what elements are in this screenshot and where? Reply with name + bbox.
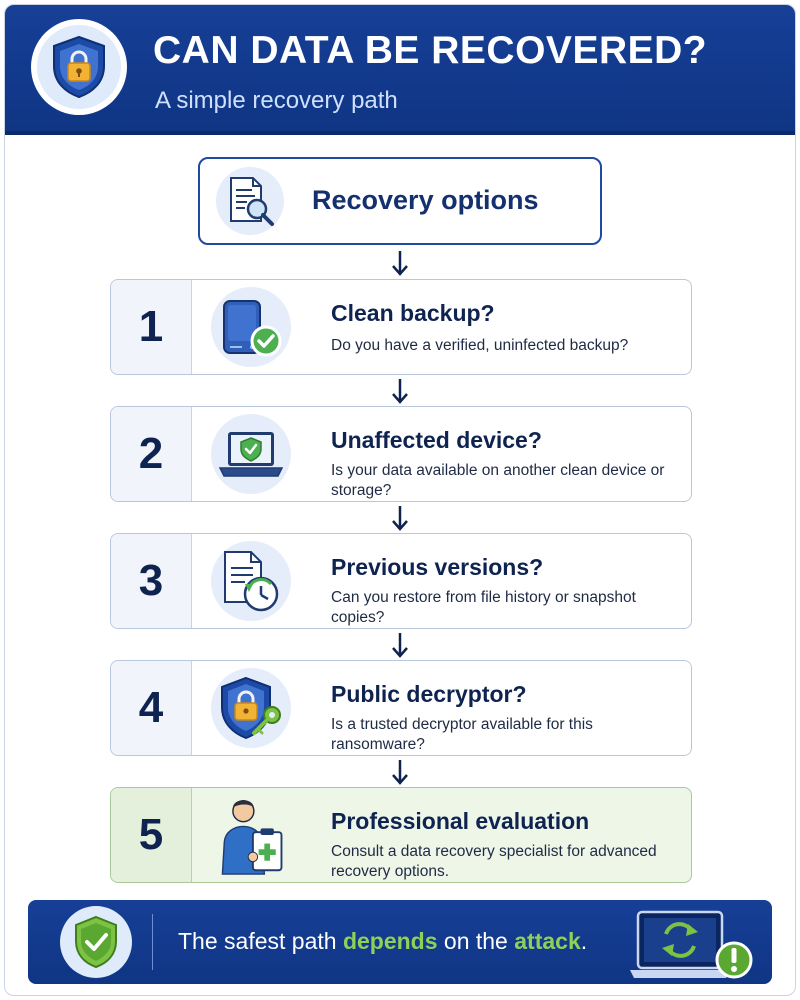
step-description: Can you restore from file history or sna… <box>331 589 636 626</box>
step-description: Is your data available on another clean … <box>331 462 665 499</box>
step-number: 2 <box>138 429 164 478</box>
step-icon-circle <box>211 668 291 748</box>
specialist-clipboard-icon <box>221 800 283 875</box>
step-title: Clean backup? <box>331 300 495 326</box>
recovery-options-box: Recovery options <box>198 157 602 245</box>
down-arrow-icon <box>392 760 408 785</box>
step-number: 4 <box>138 683 164 732</box>
step-description: Is a trusted decryptor available for thi… <box>331 716 593 753</box>
down-arrow-icon <box>392 506 408 531</box>
shield-check-icon <box>75 915 117 969</box>
footer-banner: The safest path depends on the attack. <box>28 900 772 984</box>
header-emblem <box>31 19 127 115</box>
step-icon-circle <box>211 541 291 621</box>
page-subtitle: A simple recovery path <box>155 87 398 114</box>
page-title: CAN DATA BE RECOVERED? <box>153 29 708 72</box>
step-number: 3 <box>138 556 164 605</box>
infographic-frame: CAN DATA BE RECOVERED? A simple recovery… <box>4 4 796 996</box>
step-5: 5 Professional evaluation Consult a data… <box>110 787 692 883</box>
step-title: Unaffected device? <box>331 427 542 453</box>
step-title: Public decryptor? <box>331 681 527 707</box>
document-search-icon <box>230 177 274 226</box>
step-title: Professional evaluation <box>331 808 590 834</box>
shield-key-icon <box>221 676 281 740</box>
step-number: 5 <box>138 810 164 859</box>
down-arrow-icon <box>392 633 408 658</box>
step-description: Do you have a verified, uninfected backu… <box>331 337 629 354</box>
step-icon-circle <box>211 795 291 875</box>
step-number: 1 <box>138 302 164 351</box>
footer-message: The safest path depends on the attack. <box>178 928 588 954</box>
flow-content: Recovery options 1 Clean backup? Do yo <box>5 135 795 995</box>
step-1: 1 Clean backup? Do you have a verified, … <box>110 279 692 375</box>
footer-emblem <box>60 906 132 978</box>
footer-divider <box>152 914 153 970</box>
step-3: 3 Previous versions? Can you restore fro… <box>110 533 692 629</box>
header-banner: CAN DATA BE RECOVERED? A simple recovery… <box>5 5 795 135</box>
options-icon-circle <box>216 167 284 235</box>
step-icon-circle <box>211 287 291 367</box>
step-4: 4 Public decryptor? Is a trusted decrypt… <box>110 660 692 756</box>
footer-highlight: depends <box>342 928 438 954</box>
laptop-shield-icon <box>218 432 284 477</box>
shield-lock-icon <box>53 35 105 99</box>
step-title: Previous versions? <box>331 554 544 580</box>
down-arrow-icon <box>392 379 408 404</box>
hard-drive-check-icon <box>223 300 282 357</box>
file-history-icon <box>224 551 279 612</box>
step-2: 2 Unaffected device? Is your data availa… <box>110 406 692 502</box>
step-description: Consult a data recovery specialist for a… <box>331 843 657 880</box>
footer-highlight: attack <box>514 928 581 954</box>
down-arrow-icon <box>392 251 408 276</box>
recovery-options-label: Recovery options <box>312 185 539 215</box>
step-icon-circle <box>211 414 291 494</box>
laptop-refresh-alert-icon <box>630 910 753 979</box>
